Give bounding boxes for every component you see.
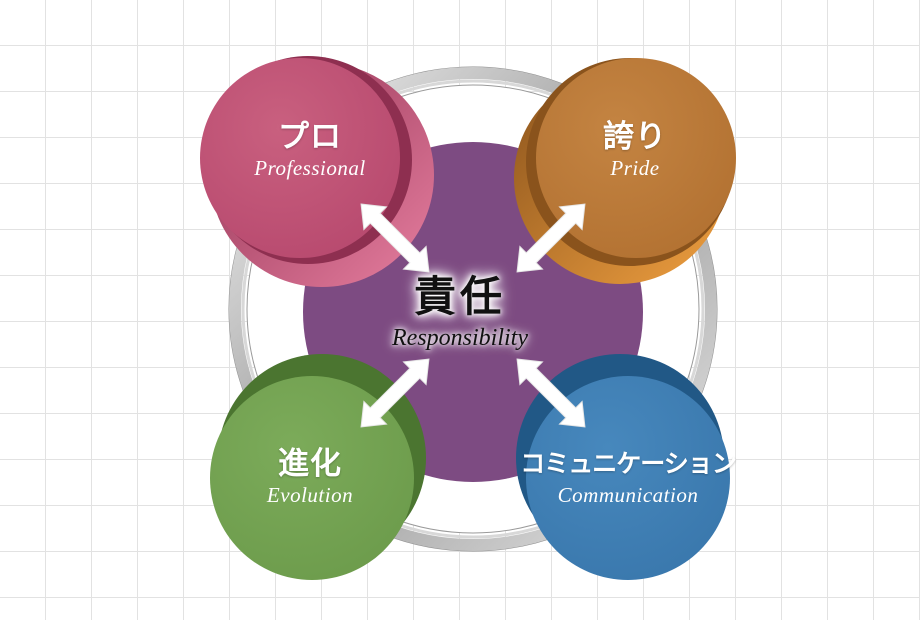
arrow-communication-center (516, 358, 586, 428)
arrow-pro-center (360, 203, 430, 273)
arrow-pride-center (516, 203, 586, 273)
arrow-evolution-center (360, 358, 430, 428)
